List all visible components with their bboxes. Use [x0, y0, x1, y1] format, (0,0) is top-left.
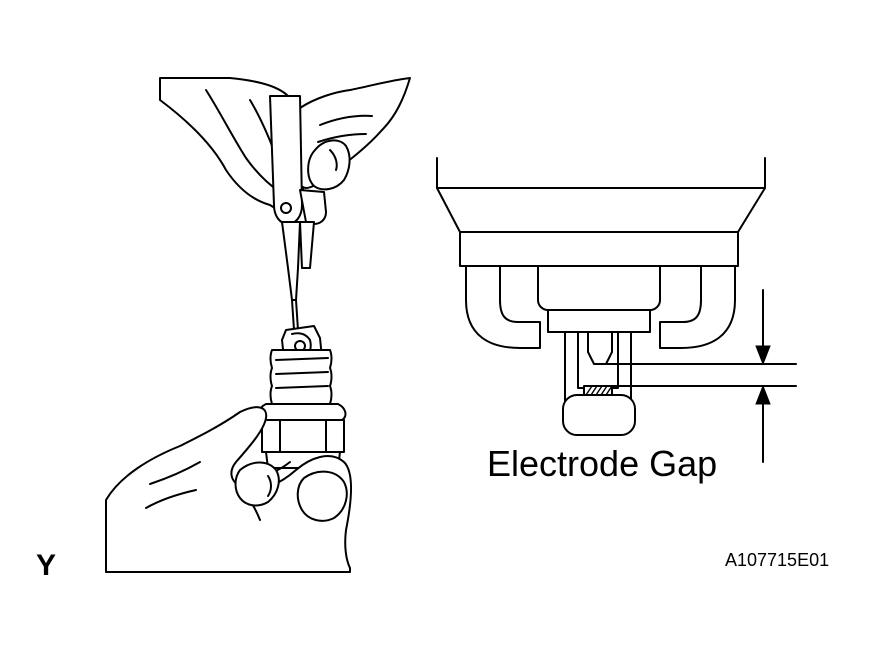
hand-and-spark-plug-illustration [105, 77, 411, 573]
electrode-gap-detail [436, 157, 797, 463]
lower-hand [105, 406, 352, 573]
arrow-down-icon [755, 289, 771, 366]
figure-code: A107715E01 [725, 550, 830, 570]
view-letter: Y [36, 549, 57, 582]
feeler-gauge [269, 95, 327, 331]
electrode-gap-label: Electrode Gap [487, 443, 718, 484]
upper-hand [159, 77, 411, 211]
arrow-up-icon [755, 384, 771, 463]
